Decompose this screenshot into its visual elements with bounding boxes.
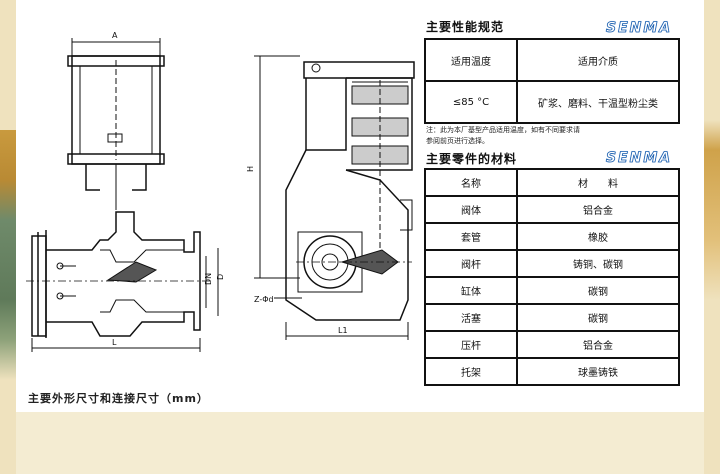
spec-header-medium: 适用介质	[516, 38, 680, 82]
spec-note: 注：此为本厂基型产品适用温度，如有不同要求请 参阅前页进行选择。	[426, 125, 696, 147]
table-row: 托架 球墨铸铁	[424, 357, 680, 386]
spec-header-temp: 适用温度	[424, 38, 518, 82]
part-name: 套管	[424, 222, 518, 251]
spec-title: 主要性能规范	[426, 20, 505, 34]
brand-logo-spec: SENMA	[606, 20, 673, 37]
table-row: 缸体 碳钢	[424, 276, 680, 305]
materials-header-name: 名称	[424, 168, 518, 197]
materials-title: 主要零件的材料	[426, 152, 518, 166]
part-material: 橡胶	[516, 222, 680, 251]
part-name: 活塞	[424, 303, 518, 332]
valve-technical-drawing: A DN D	[26, 31, 415, 352]
catalog-sheet: A DN D	[16, 0, 704, 412]
part-material: 碳钢	[516, 276, 680, 305]
part-name: 阀体	[424, 195, 518, 224]
brand-logo-materials: SENMA	[606, 150, 673, 167]
part-material: 铝合金	[516, 195, 680, 224]
front-view: A DN D	[26, 31, 225, 352]
part-name: 压杆	[424, 330, 518, 359]
spec-note-line-1: 注：此为本厂基型产品适用温度，如有不同要求请	[426, 126, 580, 134]
right-decor-stripe	[704, 0, 720, 474]
table-row: 阀杆 铸铜、碳钢	[424, 249, 680, 278]
part-material: 碳钢	[516, 303, 680, 332]
dim-h-label: H	[246, 166, 255, 172]
part-material: 铸铜、碳钢	[516, 249, 680, 278]
spec-note-line-2: 参阅前页进行选择。	[426, 137, 489, 145]
materials-table: 名称 材 料 阀体 铝合金 套管 橡胶 阀杆 铸铜、碳钢 缸体 碳钢 活塞 碳钢…	[424, 168, 680, 386]
part-material: 铝合金	[516, 330, 680, 359]
side-view: H Z-Φd L1	[246, 55, 415, 340]
dim-z-label: Z-Φd	[254, 295, 274, 304]
dim-a-label: A	[112, 31, 118, 40]
spec-table: 适用温度 适用介质 ≤85 °C 矿浆、磨料、干温型粉尘类	[424, 38, 680, 124]
dim-dn-label: DN	[204, 273, 213, 285]
spec-value-temp: ≤85 °C	[424, 80, 518, 124]
drawing-caption: 主要外形尺寸和连接尺寸（mm）	[28, 392, 209, 405]
dim-l1-label: L1	[338, 326, 348, 335]
table-row: 压杆 铝合金	[424, 330, 680, 359]
left-decor-stripe	[0, 0, 16, 474]
part-material: 球墨铸铁	[516, 357, 680, 386]
dim-d-label: D	[216, 274, 225, 280]
table-row: 活塞 碳钢	[424, 303, 680, 332]
materials-header-material: 材 料	[516, 168, 680, 197]
spec-value-medium: 矿浆、磨料、干温型粉尘类	[516, 80, 680, 124]
part-name: 缸体	[424, 276, 518, 305]
dim-l-label: L	[112, 338, 117, 347]
table-row: 阀体 铝合金	[424, 195, 680, 224]
table-row: 套管 橡胶	[424, 222, 680, 251]
part-name: 托架	[424, 357, 518, 386]
part-name: 阀杆	[424, 249, 518, 278]
